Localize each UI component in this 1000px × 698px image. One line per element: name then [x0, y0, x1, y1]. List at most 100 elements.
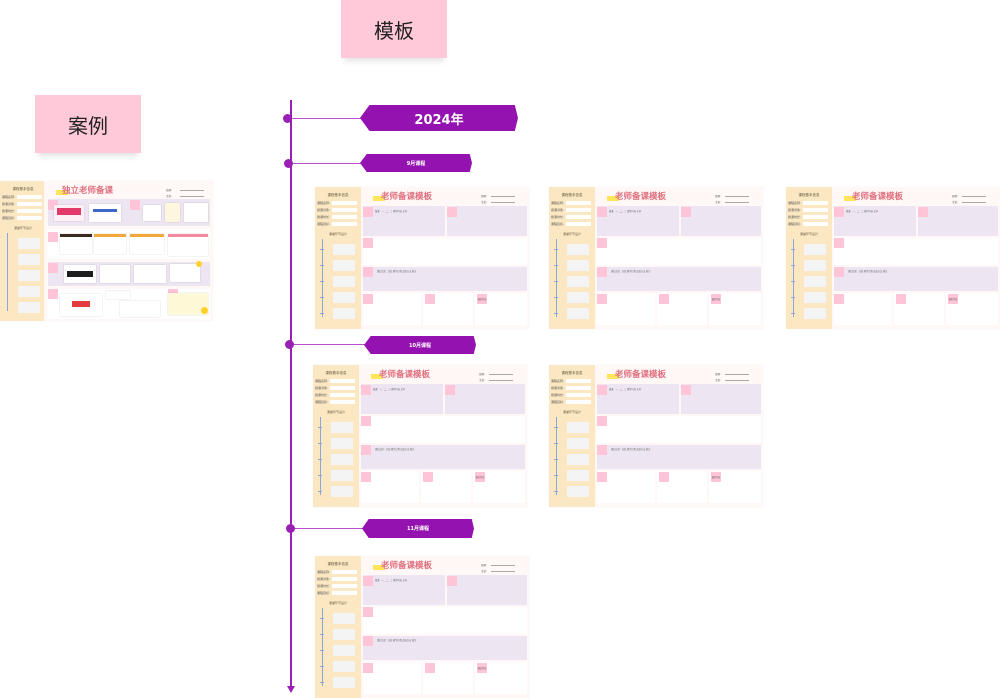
homework-note[interactable]: 课后作业: [948, 294, 958, 304]
pink-note[interactable]: [363, 636, 373, 646]
pink-note[interactable]: [445, 385, 455, 395]
pink-note[interactable]: [363, 238, 373, 248]
content-panel[interactable]: [361, 445, 525, 469]
side-field-input[interactable]: [803, 208, 828, 212]
timeline-node-sep[interactable]: [284, 159, 293, 168]
side-block[interactable]: [333, 613, 355, 624]
side-block[interactable]: [567, 308, 589, 319]
pink-note[interactable]: [361, 416, 371, 426]
pink-note[interactable]: [597, 294, 607, 304]
pink-note[interactable]: [425, 294, 435, 304]
pink-note[interactable]: [447, 207, 457, 217]
side-block[interactable]: [567, 292, 589, 303]
content-panel[interactable]: [681, 384, 761, 414]
pink-note[interactable]: [659, 294, 669, 304]
side-block[interactable]: [333, 677, 355, 688]
side-block[interactable]: [331, 454, 353, 465]
pink-note[interactable]: [363, 294, 373, 304]
side-field-input[interactable]: [566, 386, 591, 390]
pink-note[interactable]: [597, 267, 607, 277]
month-tag-sep[interactable]: 9月课程: [360, 154, 472, 172]
content-panel[interactable]: [447, 575, 527, 605]
side-field-input[interactable]: [332, 215, 357, 219]
case-sticky-note[interactable]: 案例: [35, 95, 141, 153]
side-field-input[interactable]: [330, 393, 355, 397]
content-panel[interactable]: [834, 267, 998, 291]
side-block[interactable]: [804, 260, 826, 271]
pink-note[interactable]: [361, 445, 371, 455]
side-field-input[interactable]: [566, 393, 591, 397]
pink-note[interactable]: [681, 207, 691, 217]
side-field-input[interactable]: [332, 208, 357, 212]
content-panel[interactable]: [363, 607, 527, 634]
side-block[interactable]: [567, 276, 589, 287]
pink-note[interactable]: [361, 472, 371, 482]
content-panel[interactable]: [597, 445, 761, 469]
homework-note[interactable]: 课后作业: [477, 663, 487, 673]
month-tag-nov[interactable]: 11月课程: [362, 519, 474, 538]
side-block[interactable]: [567, 454, 589, 465]
pink-note[interactable]: [918, 207, 928, 217]
side-block[interactable]: [333, 629, 355, 640]
side-block[interactable]: [331, 422, 353, 433]
content-panel[interactable]: [597, 238, 761, 265]
side-field-input[interactable]: [803, 201, 828, 205]
content-panel[interactable]: [597, 384, 679, 414]
side-field-input[interactable]: [803, 222, 828, 226]
template-sticky-note[interactable]: 模板: [341, 0, 447, 58]
side-field-input[interactable]: [566, 201, 591, 205]
content-panel[interactable]: [363, 636, 527, 660]
side-field-input[interactable]: [332, 570, 357, 574]
timeline-node-nov[interactable]: [286, 524, 295, 533]
template-card[interactable]: 课程基本信息课程名称:授课对象:授课时长:课程目标:课堂环节设计老师备课模板日期…: [549, 365, 763, 507]
side-field-input[interactable]: [332, 222, 357, 226]
pink-note[interactable]: [597, 207, 607, 217]
pink-note[interactable]: [363, 576, 373, 586]
timeline-node-year[interactable]: [283, 114, 292, 123]
template-card[interactable]: 课程基本信息课程名称:授课对象:授课时长:课程目标:课堂环节设计老师备课模板日期…: [315, 556, 529, 698]
side-field-input[interactable]: [566, 379, 591, 383]
homework-note[interactable]: 课后作业: [711, 472, 721, 482]
case-card[interactable]: 课程基本信息 课程名称: 授课对象: 授课时长: 课程目标: 课堂环节设计 独立…: [0, 181, 213, 321]
content-panel[interactable]: [363, 206, 445, 236]
pink-note[interactable]: [363, 607, 373, 617]
side-field-input[interactable]: [332, 201, 357, 205]
pink-note[interactable]: [597, 238, 607, 248]
content-panel[interactable]: [834, 206, 916, 236]
content-panel[interactable]: [681, 206, 761, 236]
content-panel[interactable]: [363, 267, 527, 291]
content-panel[interactable]: [597, 267, 761, 291]
pink-note[interactable]: [363, 267, 373, 277]
pink-note[interactable]: [361, 385, 371, 395]
side-field-input[interactable]: [330, 379, 355, 383]
side-field-input[interactable]: [330, 400, 355, 404]
side-block[interactable]: [331, 470, 353, 481]
side-block[interactable]: [567, 438, 589, 449]
side-field-input[interactable]: [332, 584, 357, 588]
content-panel[interactable]: [361, 384, 443, 414]
side-field-input[interactable]: [566, 400, 591, 404]
content-panel[interactable]: [445, 384, 525, 414]
side-field-input[interactable]: [803, 215, 828, 219]
template-card[interactable]: 课程基本信息课程名称:授课对象:授课时长:课程目标:课堂环节设计老师备课模板日期…: [313, 365, 527, 507]
content-panel[interactable]: [597, 416, 761, 443]
pink-note[interactable]: [834, 267, 844, 277]
pink-note[interactable]: [363, 663, 373, 673]
content-panel[interactable]: [363, 575, 445, 605]
pink-note[interactable]: [597, 385, 607, 395]
pink-note[interactable]: [597, 416, 607, 426]
pink-note[interactable]: [659, 472, 669, 482]
year-tag[interactable]: 2024年: [360, 105, 518, 131]
side-block[interactable]: [567, 422, 589, 433]
side-field-input[interactable]: [332, 577, 357, 581]
side-block[interactable]: [804, 276, 826, 287]
side-block[interactable]: [331, 438, 353, 449]
homework-note[interactable]: 课后作业: [711, 294, 721, 304]
side-block[interactable]: [333, 244, 355, 255]
side-field-input[interactable]: [332, 591, 357, 595]
side-block[interactable]: [333, 308, 355, 319]
template-card[interactable]: 课程基本信息课程名称:授课对象:授课时长:课程目标:课堂环节设计老师备课模板日期…: [549, 187, 763, 329]
pink-note[interactable]: [681, 385, 691, 395]
timeline-node-oct[interactable]: [285, 340, 294, 349]
homework-note[interactable]: 课后作业: [475, 472, 485, 482]
